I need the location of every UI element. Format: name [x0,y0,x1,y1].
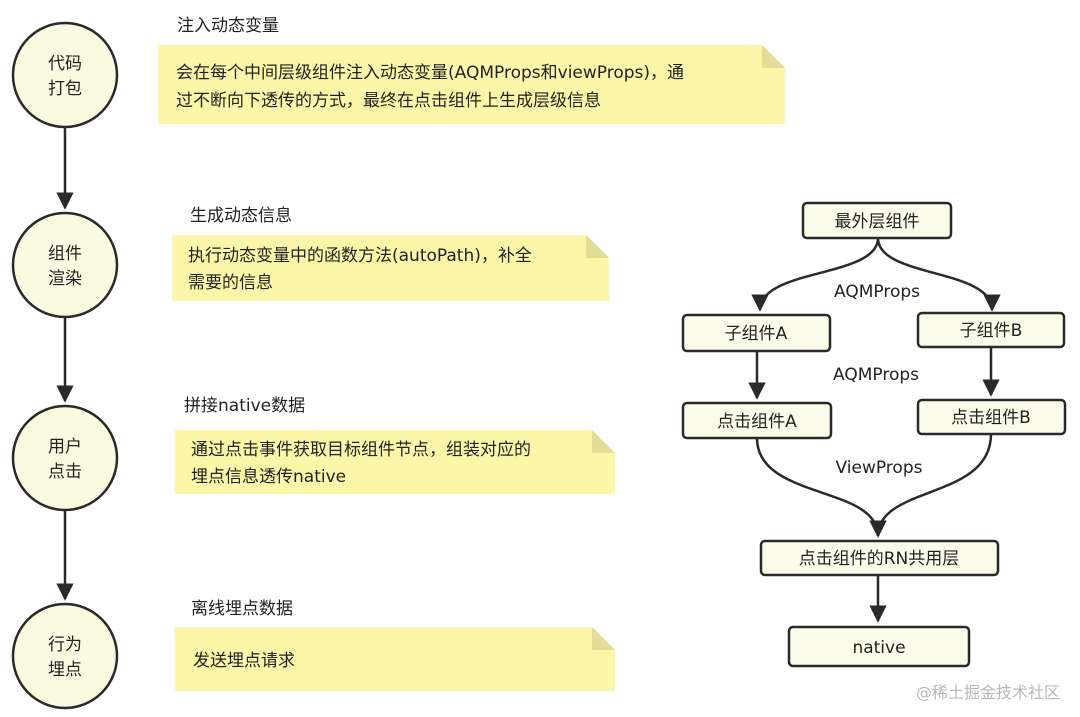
step-4-circle-line-1: 行为 [48,635,82,655]
step-3-note-fold [592,430,615,453]
node-click-b [916,398,1067,436]
tree-nodes: 最外层组件 子组件A 子组件B 点击组件A 点击组件B 点击组件的RN共用层 n… [681,201,1067,668]
step-4-note [175,627,615,691]
node-click-a [681,401,833,440]
step-4-note-line-1: 发送埋点请求 [193,651,295,671]
node-click-a-label: 点击组件A [717,412,797,432]
step-3-note-line-1: 通过点击事件获取目标组件节点，组装对应的 [191,440,531,460]
step-2-circle [11,211,119,319]
step-1-note-line-2: 过不断向下透传的方式，最终在点击组件上生成层级信息 [176,91,601,111]
node-native [787,625,971,668]
edge-label-aqmprops-top: AQMProps [834,282,920,302]
node-native-label: native [852,638,905,658]
edge-label-aqmprops-mid: AQMProps [833,365,919,385]
step-3-note [175,430,615,494]
watermark: @稀土掘金技术社区 [915,683,1060,702]
step-2-note-fold [586,235,609,258]
step-2-note-line-2: 需要的信息 [188,273,273,293]
step-1-title: 注入动态变量 [177,16,279,36]
node-root [801,201,953,240]
edge-label-viewprops: ViewProps [836,458,923,478]
edge-root-child-a [751,237,880,312]
node-click-b-label: 点击组件B [951,408,1031,428]
step-2-note-line-1: 执行动态变量中的函数方法(autoPath)，补全 [188,246,532,266]
step-1-circle [11,21,119,129]
node-shared-label: 点击组件的RN共用层 [799,549,960,569]
step-1: 代码 打包 注入动态变量 会在每个中间层级组件注入动态变量(AQMProps和v… [11,16,785,129]
step-1-circle-line-2: 打包 [48,79,82,99]
tree-edges [748,237,1001,623]
step-2-title: 生成动态信息 [190,206,292,226]
step-1-circle-line-1: 代码 [48,54,82,74]
step-1-note [158,45,785,124]
step-3-note-line-2: 埋点信息透传native [191,467,346,487]
step-1-note-line-1: 会在每个中间层级组件注入动态变量(AQMProps和viewProps)，通 [176,63,684,83]
node-shared [759,539,1000,577]
node-child-b-label: 子组件B [960,321,1023,341]
node-child-b [916,311,1066,349]
step-4-title: 离线埋点数据 [191,599,293,619]
step-4: 行为 埋点 离线埋点数据 发送埋点请求 [11,599,615,710]
step-2-circle-line-1: 组件 [48,244,82,264]
node-child-a [681,313,832,353]
step-2-note [172,235,609,301]
step-3-circle [11,404,119,512]
step-2-circle-line-2: 渲染 [48,269,82,289]
step-4-circle-line-2: 埋点 [48,660,82,680]
step-1-note-fold [762,45,785,68]
step-3: 用户 点击 拼接native数据 通过点击事件获取目标组件节点，组装对应的 埋点… [11,396,615,512]
node-root-label: 最外层组件 [835,212,920,232]
step-3-circle-line-2: 点击 [48,462,82,482]
step-3-title: 拼接native数据 [184,396,305,416]
step-3-circle-line-1: 用户 [48,437,82,457]
edge-click-a-shared [755,437,887,538]
step-2: 组件 渲染 生成动态信息 执行动态变量中的函数方法(autoPath)，补全 需… [11,206,609,319]
step-4-note-fold [592,627,615,650]
node-child-a-label: 子组件A [725,324,788,344]
step-4-circle [11,602,119,710]
edge-click-b-shared [869,433,993,538]
edge-root-child-b [876,237,1001,312]
